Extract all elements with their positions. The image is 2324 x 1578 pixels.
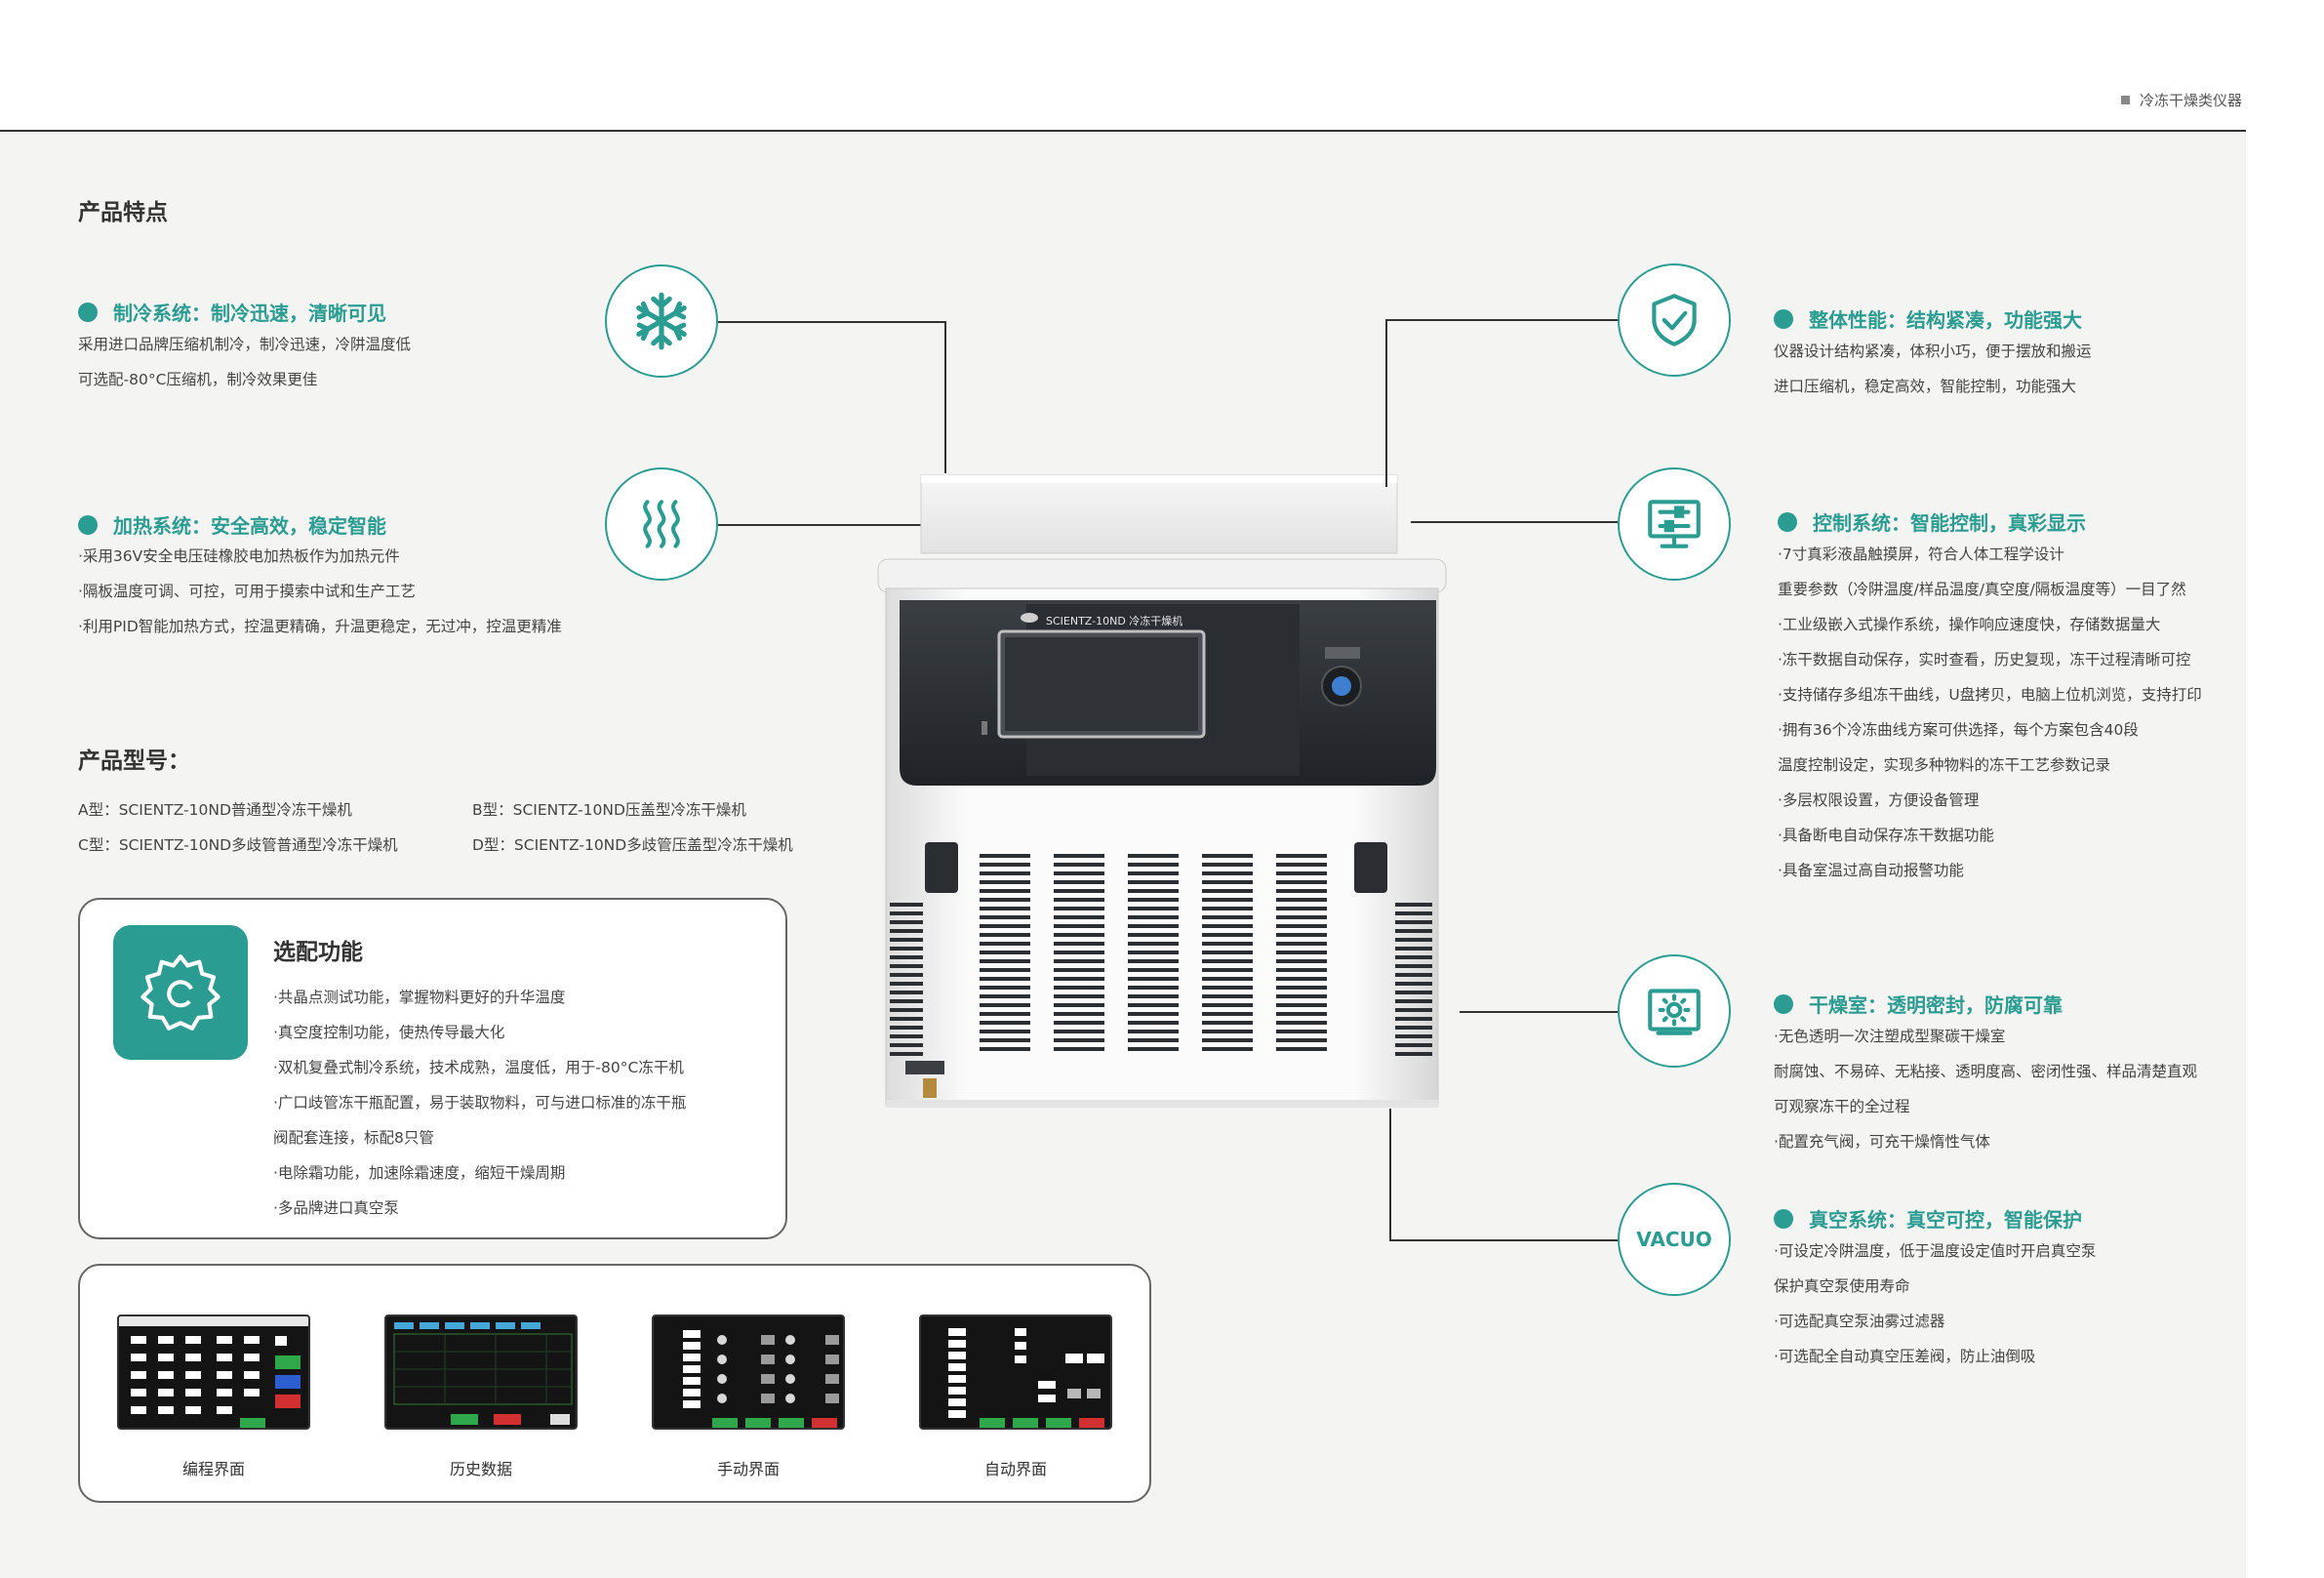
feature-chamber-text: ·无色透明一次注塑成型聚碳干燥室 耐腐蚀、不易碎、无粘接、透明度高、密闭性强、样… (1774, 1028, 2198, 1151)
connector-line (718, 321, 946, 473)
snowflake-icon (605, 264, 718, 378)
manual-screen-label: 手动界面 (716, 1460, 780, 1478)
feature-heating-title: 加热系统：安全高效，稳定智能 (78, 510, 386, 539)
connector-line (1389, 1109, 1618, 1241)
gear-icon (113, 925, 248, 1060)
heat-waves-icon (605, 467, 718, 581)
model-c: C型：SCIENTZ-10ND多歧管普通型冷冻干燥机 (78, 836, 398, 854)
features-heading: 产品特点 (78, 200, 168, 225)
bullet-dot-icon (1778, 511, 1797, 532)
optional-features-list: ·共晶点测试功能，掌握物料更好的升华温度 ·真空度控制功能，使热传导最大化 ·双… (273, 989, 687, 1217)
category-label: 冷冻干燥类仪器 (2120, 90, 2242, 110)
connector-line (1385, 319, 1618, 487)
feature-performance-title: 整体性能：结构紧凑，功能强大 (1774, 304, 2082, 333)
interface-screens-box: 编程界面 历史数据 手动界面 (78, 1264, 1151, 1503)
programming-screen-label: 编程界面 (181, 1460, 245, 1478)
auto-screen-thumb (919, 1315, 1112, 1430)
feature-performance-text: 仪器设计结构紧凑，体积小巧，便于摆放和搬运 进口压缩机，稳定高效，智能控制，功能… (1774, 343, 2092, 395)
model-b: B型：SCIENTZ-10ND压盖型冷冻干燥机 (472, 801, 746, 819)
feature-chamber-title: 干燥室：透明密封，防腐可靠 (1774, 990, 2063, 1018)
model-d: D型：SCIENTZ-10ND多歧管压盖型冷冻干燥机 (472, 836, 793, 854)
auto-screen-label: 自动界面 (983, 1460, 1047, 1478)
history-screen-label: 历史数据 (449, 1460, 512, 1478)
freeze-dryer-image: SCIENTZ-10ND 冷冻干燥机 (859, 464, 1463, 1117)
models-heading: 产品型号： (78, 749, 190, 774)
machine-model-label: SCIENTZ-10ND 冷冻干燥机 (1046, 614, 1182, 627)
optional-features-box: 选配功能 ·共晶点测试功能，掌握物料更好的升华温度 ·真空度控制功能，使热传导最… (78, 898, 787, 1239)
bullet-dot-icon (78, 302, 98, 322)
manual-screen-thumb (652, 1315, 845, 1430)
shield-check-icon (1618, 263, 1731, 377)
square-bullet-icon (2120, 96, 2130, 104)
connector-line (718, 524, 923, 526)
header-divider (0, 130, 2246, 132)
feature-refrigeration-text: 采用进口品牌压缩机制冷，制冷迅速，冷阱温度低 可选配-80°C压缩机，制冷效果更… (78, 336, 412, 388)
feature-control-text: ·7寸真彩液晶触摸屏，符合人体工程学设计 重要参数（冷阱温度/样品温度/真空度/… (1778, 546, 2202, 879)
feature-vacuum-title: 真空系统：真空可控，智能保护 (1774, 1204, 2082, 1233)
bullet-dot-icon (1774, 308, 1793, 329)
bullet-dot-icon (1774, 993, 1793, 1014)
vent-grille (890, 854, 1432, 1056)
feature-control-title: 控制系统：智能控制，真彩显示 (1778, 507, 2086, 536)
feature-refrigeration-title: 制冷系统：制冷迅速，清晰可见 (78, 298, 386, 326)
bullet-dot-icon (1774, 1208, 1793, 1229)
history-screen-thumb (384, 1315, 578, 1430)
model-a: A型：SCIENTZ-10ND普通型冷冻干燥机 (78, 801, 352, 819)
monitor-control-icon (1618, 467, 1731, 581)
chamber-light-icon (1618, 954, 1731, 1068)
vacuum-icon: VACUO (1618, 1183, 1731, 1296)
feature-heating-text: ·采用36V安全电压硅橡胶电加热板作为加热元件 ·隔板温度可调、可控，可用于摸索… (78, 547, 562, 635)
feature-vacuum-text: ·可设定冷阱温度，低于温度设定值时开启真空泵 保护真空泵使用寿命 ·可选配真空泵… (1774, 1242, 2097, 1365)
optional-features-title: 选配功能 (273, 940, 363, 965)
connector-line (1411, 521, 1618, 523)
bullet-dot-icon (78, 514, 98, 535)
connector-line (1460, 1011, 1618, 1013)
programming-screen-thumb (117, 1315, 310, 1430)
